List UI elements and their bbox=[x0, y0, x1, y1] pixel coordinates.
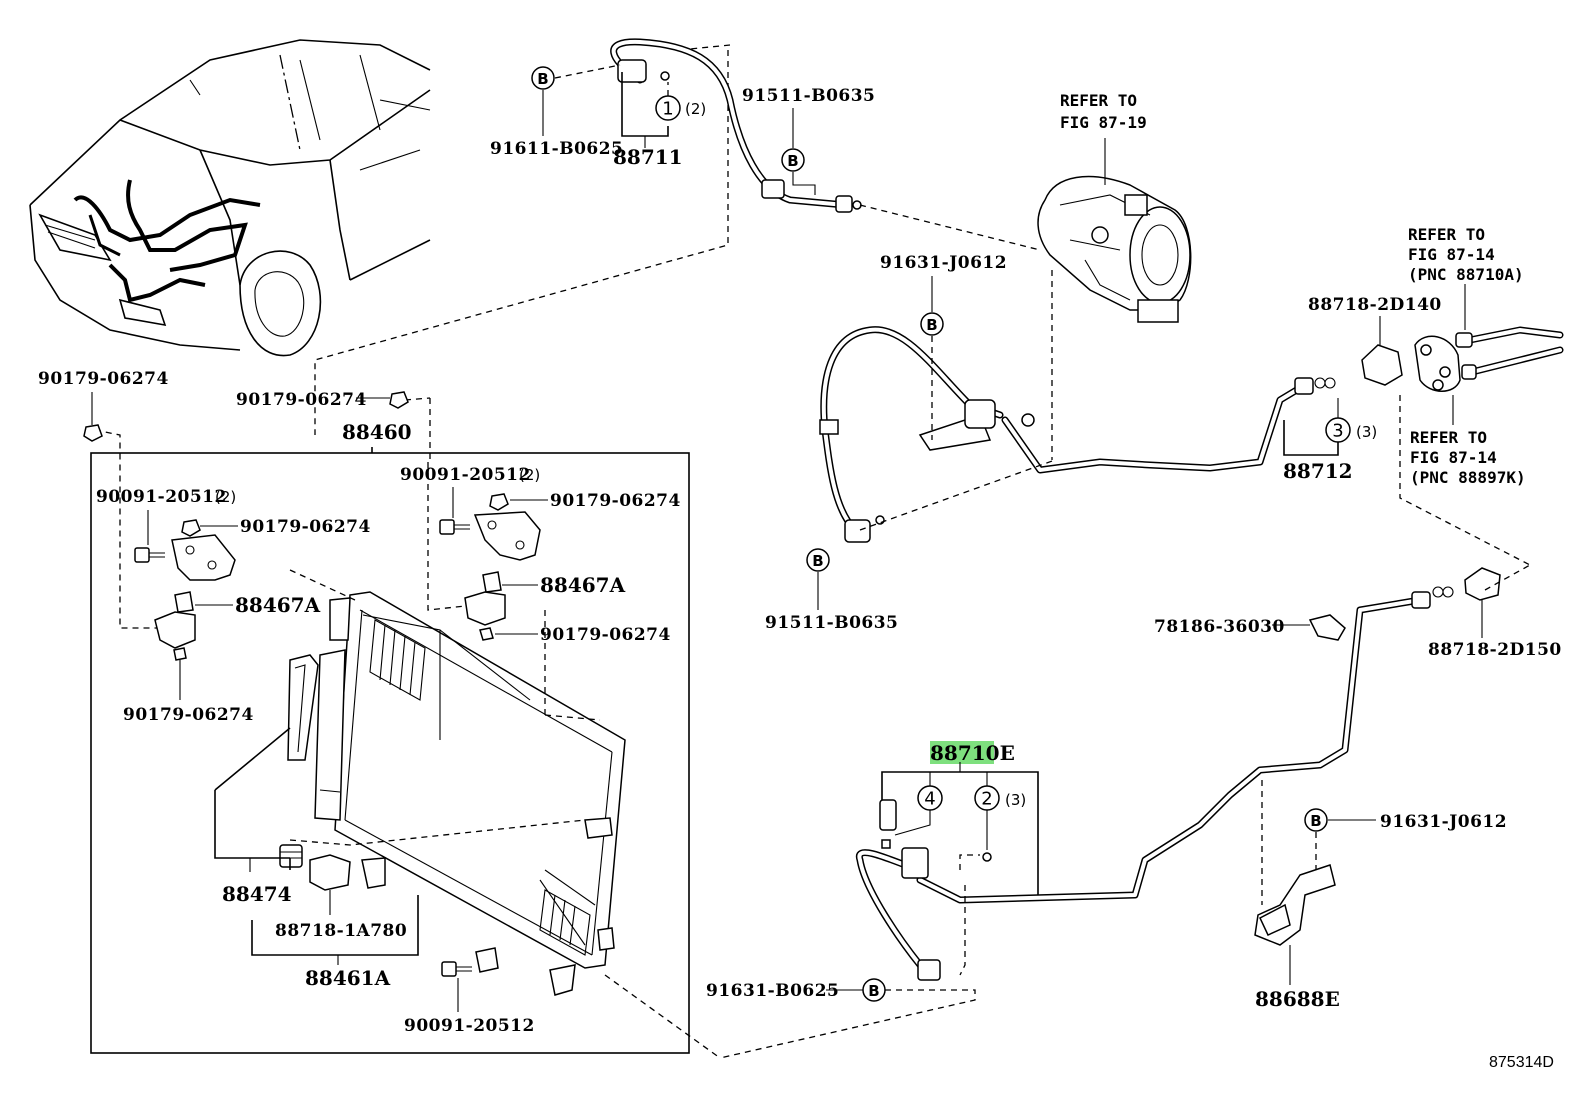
label-88710E: 88710E bbox=[930, 741, 1015, 765]
plate-88897K bbox=[1414, 335, 1461, 392]
condenser-88461A bbox=[314, 591, 626, 996]
label-90179-06274-c: 90179-06274 bbox=[240, 517, 371, 537]
label-91611-B0625: 91611-B0625 bbox=[490, 139, 623, 159]
bracket-right bbox=[473, 511, 541, 561]
svg-text:B: B bbox=[812, 552, 823, 570]
marker-4: 4 bbox=[917, 785, 943, 811]
lower-bracket-right bbox=[464, 591, 506, 626]
svg-text:3: 3 bbox=[1332, 421, 1343, 442]
nut-e bbox=[173, 647, 187, 661]
hose-88711 bbox=[610, 38, 862, 213]
label-90179-06274-a: 90179-06274 bbox=[38, 369, 169, 389]
label-88467A-left: 88467A bbox=[235, 593, 321, 617]
svg-text:B: B bbox=[537, 70, 548, 88]
bolt-left bbox=[134, 547, 165, 563]
cushion-left bbox=[174, 591, 194, 613]
fitting-88718-1A780 bbox=[309, 854, 351, 891]
label-88688E: 88688E bbox=[1255, 987, 1340, 1011]
nut-c bbox=[181, 519, 201, 537]
label-90179-06274-d: 90179-06274 bbox=[550, 491, 681, 511]
label-88474: 88474 bbox=[222, 882, 292, 906]
refer-note-3-line1: REFER TO bbox=[1410, 428, 1487, 447]
label-78186-36030: 78186-36030 bbox=[1154, 617, 1285, 637]
marker-b-91511-top: B bbox=[781, 148, 805, 172]
refer-note-1-line2: FIG 87-19 bbox=[1060, 113, 1147, 132]
label-91631-J0612-bot: 91631-J0612 bbox=[1380, 812, 1507, 832]
highlight-88710E bbox=[930, 741, 994, 764]
label-88711: 88711 bbox=[613, 145, 683, 169]
marker-b-91611: B bbox=[531, 66, 555, 90]
marker-1: 1 bbox=[655, 95, 681, 121]
marker-b-91631-B0625: B bbox=[862, 978, 886, 1002]
diagram-id: 875314D bbox=[1489, 1054, 1554, 1071]
refer-note-3-line3: (PNC 88897K) bbox=[1410, 468, 1526, 487]
qty-88710E: (3) bbox=[1005, 791, 1026, 809]
label-90179-06274-b: 90179-06274 bbox=[236, 390, 367, 410]
bracket-88688E bbox=[1254, 864, 1336, 946]
label-88718-2D140: 88718-2D140 bbox=[1308, 295, 1442, 315]
label-90179-06274-f: 90179-06274 bbox=[540, 625, 671, 645]
suction-hose bbox=[819, 326, 1336, 543]
svg-text:4: 4 bbox=[924, 789, 935, 810]
label-91511-B0635-mid: 91511-B0635 bbox=[765, 613, 898, 633]
svg-text:B: B bbox=[1310, 812, 1321, 830]
fitting-88718-2D140 bbox=[1361, 344, 1403, 386]
label-90091-20512-2b: 90091-20512 bbox=[400, 465, 531, 485]
pipe-88710A bbox=[1455, 326, 1564, 380]
marker-b-91631-bot: B bbox=[1304, 808, 1328, 832]
label-88718-2D150: 88718-2D150 bbox=[1428, 640, 1562, 660]
nut-f bbox=[479, 627, 494, 641]
compressor bbox=[1037, 175, 1192, 323]
liquid-pipe bbox=[916, 567, 1501, 904]
nut-d bbox=[489, 493, 509, 511]
qty-88712: (3) bbox=[1356, 423, 1377, 441]
marker-3: 3 bbox=[1325, 417, 1351, 443]
nut-b bbox=[389, 391, 409, 409]
refer-note-3-line2: FIG 87-14 bbox=[1410, 448, 1497, 467]
svg-text:1: 1 bbox=[662, 99, 673, 120]
svg-text:B: B bbox=[787, 152, 798, 170]
label-88467A-right: 88467A bbox=[540, 573, 626, 597]
receiver-filter bbox=[279, 654, 319, 868]
nut-a bbox=[83, 424, 103, 442]
qty-88711: (2) bbox=[685, 100, 706, 118]
discharge-pipe bbox=[855, 799, 941, 981]
svg-text:B: B bbox=[926, 316, 937, 334]
label-90091-20512: 90091-20512 bbox=[404, 1016, 535, 1036]
qty-90091-a: (2) bbox=[215, 488, 236, 506]
condenser-assembly-box bbox=[90, 452, 690, 1054]
qty-90091-b: (2) bbox=[519, 466, 540, 484]
refer-note-2-line2: FIG 87-14 bbox=[1408, 245, 1495, 264]
label-88460: 88460 bbox=[342, 420, 412, 444]
lower-bracket-left bbox=[154, 611, 196, 649]
refer-note-1-line1: REFER TO bbox=[1060, 91, 1137, 110]
label-88712: 88712 bbox=[1283, 459, 1353, 483]
label-90179-06274-e: 90179-06274 bbox=[123, 705, 254, 725]
marker-2: 2 bbox=[974, 785, 1000, 811]
marker-b-91631-top: B bbox=[920, 312, 944, 336]
refer-note-2-line3: (PNC 88710A) bbox=[1408, 265, 1524, 284]
label-91631-B0625: 91631-B0625 bbox=[706, 981, 839, 1001]
label-90091-20512-2a: 90091-20512 bbox=[96, 487, 227, 507]
marker-b-91511-mid: B bbox=[806, 548, 830, 572]
bracket-left bbox=[171, 534, 236, 581]
cushion-right bbox=[482, 571, 502, 593]
bolt-right bbox=[439, 519, 470, 535]
car-illustration bbox=[29, 39, 431, 357]
label-88461A: 88461A bbox=[305, 966, 391, 990]
bolt-bottom bbox=[441, 961, 472, 977]
svg-text:2: 2 bbox=[981, 789, 992, 810]
label-91631-J0612-top: 91631-J0612 bbox=[880, 253, 1007, 273]
label-91511-B0635-top: 91511-B0635 bbox=[742, 86, 875, 106]
clip-bottom bbox=[475, 947, 499, 973]
svg-text:B: B bbox=[868, 982, 879, 1000]
label-88718-1A780: 88718-1A780 bbox=[275, 921, 407, 941]
refer-note-2-line1: REFER TO bbox=[1408, 225, 1485, 244]
